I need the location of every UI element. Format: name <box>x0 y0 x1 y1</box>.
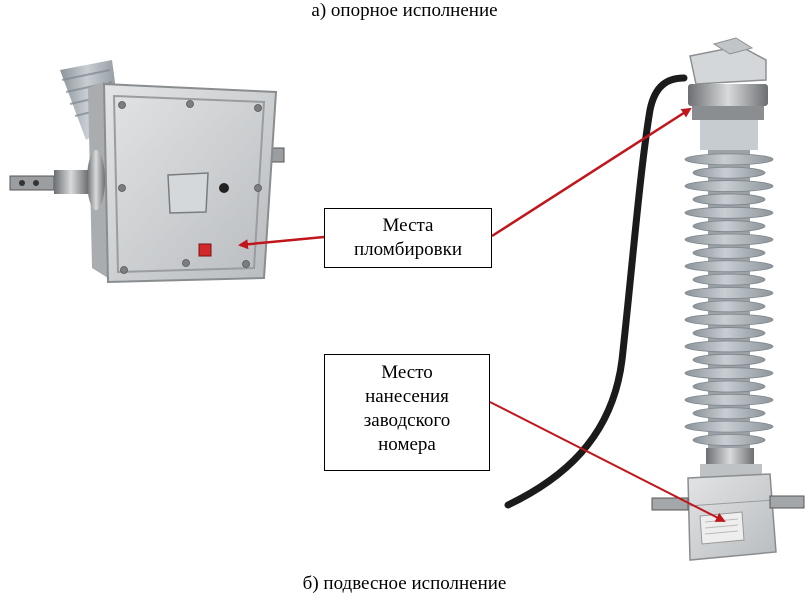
arrow-to-seal-left <box>238 235 325 250</box>
insulator-shed <box>692 300 766 313</box>
caption-support-version: а) опорное исполнение <box>311 0 498 21</box>
insulator-shed <box>684 153 774 166</box>
callout-serial-line-1: Место <box>381 362 433 383</box>
callout-serial-number-place: Место нанесения заводского номера <box>324 354 490 471</box>
arrow-to-serial-plate <box>489 401 726 522</box>
insulator-shed <box>684 233 774 246</box>
insulator-shed <box>692 380 766 393</box>
insulator-shed <box>692 407 766 420</box>
support-device-photo <box>9 60 285 284</box>
insulator-shed <box>692 353 766 366</box>
insulator-shed <box>692 193 766 206</box>
insulator-shed <box>692 327 766 339</box>
insulator-shed <box>684 367 774 380</box>
insulator-shed <box>684 206 774 219</box>
insulator-sheds <box>684 150 774 450</box>
suspended-device-photo <box>504 37 805 561</box>
seal-marker <box>198 243 212 257</box>
callout-sealing-line-1: Места <box>382 215 434 236</box>
insulator-shed <box>684 420 774 433</box>
caption-suspended-version: б) подвесное исполнение <box>302 573 507 594</box>
insulator-shed <box>692 246 766 259</box>
insulator-shed <box>684 287 774 299</box>
callout-sealing-places: Места пломбировки <box>324 208 492 268</box>
callout-serial-line-3: заводского <box>363 410 451 431</box>
insulator-shed <box>692 273 766 286</box>
callout-sealing-line-2: пломбировки <box>353 239 463 260</box>
insulator-shed <box>684 260 774 273</box>
arrow-to-seal-right <box>491 107 692 238</box>
insulator-shed <box>692 434 766 446</box>
insulator-shed <box>684 180 774 192</box>
insulator-shed <box>684 393 774 406</box>
insulator-shed <box>684 313 774 326</box>
insulator-shed <box>692 220 766 233</box>
insulator-shed <box>692 166 766 179</box>
callout-serial-line-4: номера <box>378 434 436 455</box>
callout-serial-line-2: нанесения <box>365 386 449 407</box>
insulator-shed <box>684 340 774 353</box>
